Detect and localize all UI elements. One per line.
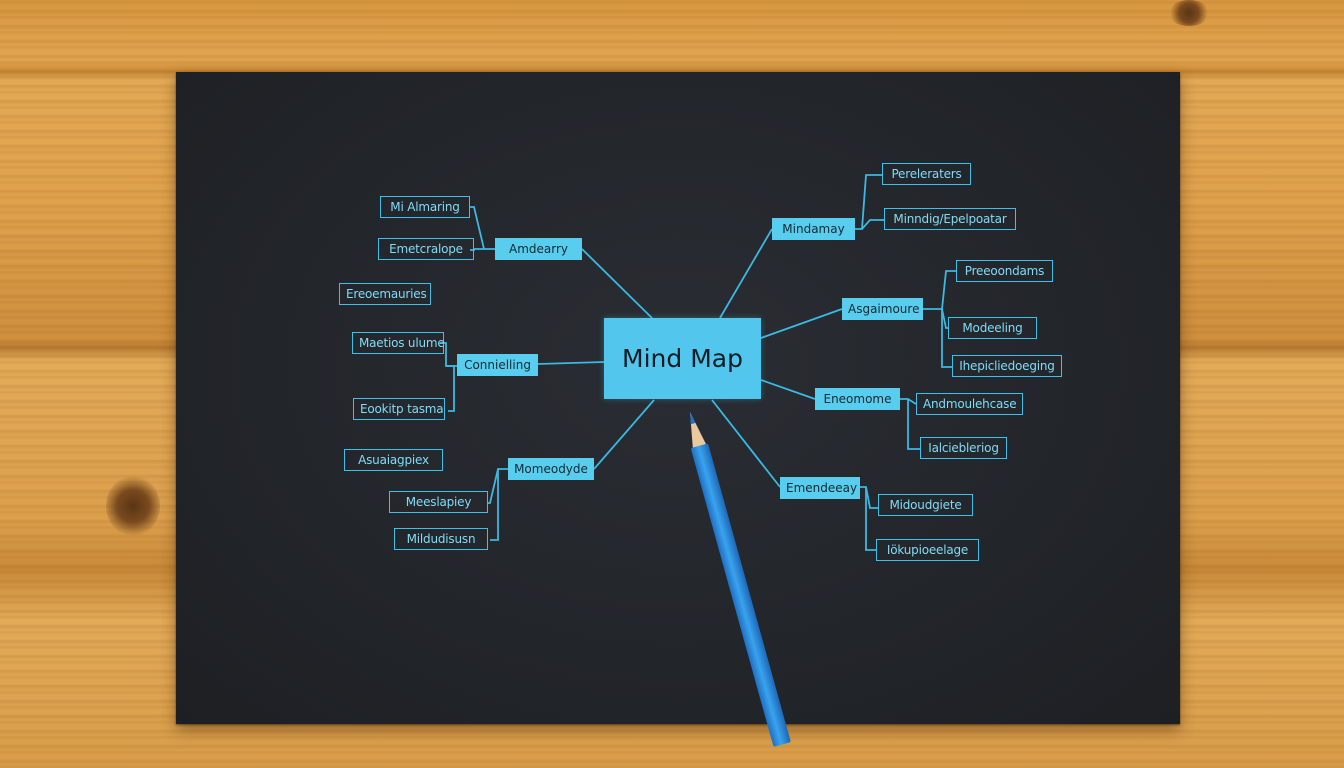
branch-node: Amdearry [495,238,582,260]
wood-knot [106,476,160,536]
branch-node: Momeodyde [508,458,594,480]
leaf-node: Midoudgiete [878,494,973,516]
branch-node: Asgaimoure [842,298,923,320]
leaf-node: Ialciebleriog [920,437,1007,459]
leaf-node: Preeoondams [956,260,1053,282]
leaf-node: Andmoulehcase [916,393,1023,415]
leaf-node: Meeslapiey [389,491,488,513]
leaf-node: Mildudisusn [394,528,488,550]
leaf-node: Minndig/Epelpoatar [884,208,1016,230]
branch-node: Emendeeay [780,477,860,499]
leaf-node: Mi Almaring [380,196,470,218]
leaf-node: Modeeling [948,317,1037,339]
pencil-body [691,443,791,747]
wood-knot [1168,0,1210,26]
branch-node: Mindamay [772,218,855,240]
leaf-node: Asuaiagpiex [344,449,443,471]
pencil-tip-wood [690,412,707,449]
pencil-lead [690,412,696,425]
branch-node: Eneomome [815,388,900,410]
leaf-node: Pereleraters [882,163,971,185]
leaf-node: Emetcralope [378,238,474,260]
leaf-node: Maetios ulume [352,332,445,354]
mind-map-central-node: Mind Map [604,318,761,399]
leaf-node: Iökupioeelage [876,539,979,561]
leaf-node: Eookitp tasma [353,398,445,420]
leaf-node: Ihepicliedoeging [952,355,1062,377]
leaf-node: Ereoemauries [339,283,431,305]
branch-node: Connielling [457,354,538,376]
